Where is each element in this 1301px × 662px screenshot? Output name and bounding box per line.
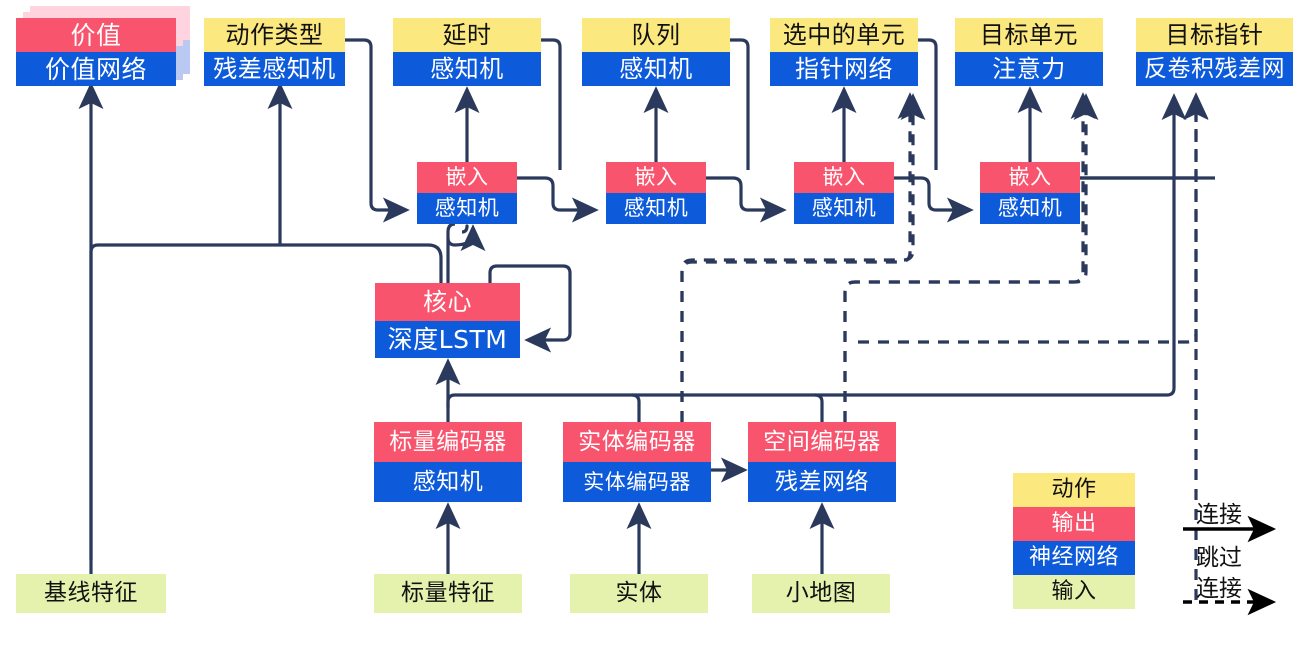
node-embed2-top-label: 嵌入 bbox=[606, 162, 706, 193]
legend-row-output: 输出 bbox=[1013, 507, 1135, 541]
node-embed4[interactable]: 嵌入感知机 bbox=[980, 162, 1080, 224]
node-spatial_enc[interactable]: 空间编码器残差网络 bbox=[748, 422, 896, 502]
wire-selected-down bbox=[918, 38, 938, 170]
node-target_point[interactable]: 目标指针反卷积残差网 bbox=[1136, 18, 1293, 86]
node-spatial_enc-bottom-label: 残差网络 bbox=[748, 462, 896, 502]
wire-queue-down bbox=[730, 38, 750, 170]
legend-row-action: 动作 bbox=[1013, 473, 1135, 507]
node-minimap[interactable]: 小地图 bbox=[752, 574, 890, 613]
node-embed2-bottom-label: 感知机 bbox=[606, 193, 706, 224]
node-value-top-label: 价值 bbox=[16, 18, 176, 52]
node-selected-bottom-label: 指针网络 bbox=[770, 52, 918, 86]
skip-entityenc-to-selected-unit bbox=[680, 93, 926, 422]
wire-delay-down bbox=[541, 38, 562, 170]
node-baseline_feat-label: 基线特征 bbox=[16, 574, 166, 613]
node-scalar_feat[interactable]: 标量特征 bbox=[374, 574, 522, 613]
node-embed3-top-label: 嵌入 bbox=[794, 162, 894, 193]
node-embed1-top-label: 嵌入 bbox=[417, 162, 517, 193]
node-core-top-label: 核心 bbox=[375, 283, 520, 321]
skip-target-pointer-run bbox=[858, 333, 1198, 344]
node-selected-top-label: 选中的单元 bbox=[770, 18, 918, 52]
skip-entity-to-selected bbox=[680, 92, 923, 422]
node-spatial_enc-top-label: 空间编码器 bbox=[748, 422, 896, 462]
node-delay-top-label: 延时 bbox=[393, 18, 541, 52]
legend-color-key: 动作输出神经网络输入 bbox=[1013, 473, 1135, 609]
legend-skip-label-line1: 跳过 bbox=[1196, 545, 1242, 571]
node-queue-top-label: 队列 bbox=[582, 18, 730, 52]
wire-bus-to-targetpointer bbox=[1160, 93, 1187, 397]
wire-spatialenc-to-bus bbox=[814, 393, 824, 422]
wire-entityenc-to-bus bbox=[631, 393, 641, 422]
wire-embed3-to-embed4 bbox=[894, 176, 974, 223]
node-selected[interactable]: 选中的单元指针网络 bbox=[770, 18, 918, 86]
wire-embed1-to-embed2 bbox=[517, 176, 599, 223]
node-embed3-bottom-label: 感知机 bbox=[794, 193, 894, 224]
node-queue[interactable]: 队列感知机 bbox=[582, 18, 730, 86]
wire-embed2-to-embed3 bbox=[706, 176, 787, 223]
node-core[interactable]: 核心深度LSTM bbox=[375, 283, 520, 358]
node-entities[interactable]: 实体 bbox=[570, 574, 708, 613]
skip-spatialenc-to-target-unit bbox=[843, 93, 1099, 422]
node-scalar_enc[interactable]: 标量编码器感知机 bbox=[374, 422, 522, 502]
legend-connection-label: 连接 bbox=[1196, 502, 1242, 528]
noop2 bbox=[461, 224, 469, 234]
node-action_type-bottom-label: 残差感知机 bbox=[204, 52, 345, 86]
node-embed1-bottom-label: 感知机 bbox=[417, 193, 517, 224]
skip-spatial-to-targetunit bbox=[843, 92, 1096, 422]
legend-row-input: 输入 bbox=[1013, 575, 1135, 609]
node-embed3[interactable]: 嵌入感知机 bbox=[794, 162, 894, 224]
node-target_unit-top-label: 目标单元 bbox=[955, 18, 1103, 52]
node-core-bottom-label: 深度LSTM bbox=[375, 320, 520, 358]
wire-core-corner bbox=[446, 237, 456, 247]
wire-core-into-embed1 bbox=[454, 224, 486, 252]
node-scalar_feat-label: 标量特征 bbox=[374, 574, 522, 613]
node-delay-bottom-label: 感知机 bbox=[393, 52, 541, 86]
node-value-bottom-label: 价值网络 bbox=[16, 52, 176, 86]
node-target_point-top-label: 目标指针 bbox=[1136, 18, 1293, 52]
node-embed1[interactable]: 嵌入感知机 bbox=[417, 162, 517, 224]
node-entity_enc-bottom-label: 实体编码器 bbox=[563, 462, 711, 502]
node-scalar_enc-bottom-label: 感知机 bbox=[374, 462, 522, 502]
node-minimap-label: 小地图 bbox=[752, 574, 890, 613]
legend-skip-label-line2: 连接 bbox=[1196, 576, 1242, 602]
node-target_point-bottom-label: 反卷积残差网 bbox=[1136, 52, 1293, 86]
node-action_type[interactable]: 动作类型残差感知机 bbox=[204, 18, 345, 86]
node-queue-bottom-label: 感知机 bbox=[582, 52, 730, 86]
wire-bus-corner-left bbox=[446, 393, 456, 408]
node-scalar_enc-top-label: 标量编码器 bbox=[374, 422, 522, 462]
legend-row-net: 神经网络 bbox=[1013, 541, 1135, 575]
node-target_unit[interactable]: 目标单元注意力 bbox=[955, 18, 1103, 86]
wire-core-up-curve bbox=[446, 222, 456, 233]
node-target_unit-bottom-label: 注意力 bbox=[955, 52, 1103, 86]
node-delay[interactable]: 延时感知机 bbox=[393, 18, 541, 86]
node-entity_enc[interactable]: 实体编码器实体编码器 bbox=[563, 422, 711, 502]
node-entities-label: 实体 bbox=[570, 574, 708, 613]
node-entity_enc-top-label: 实体编码器 bbox=[563, 422, 711, 462]
node-action_type-top-label: 动作类型 bbox=[204, 18, 345, 52]
node-embed4-top-label: 嵌入 bbox=[980, 162, 1080, 193]
node-embed2[interactable]: 嵌入感知机 bbox=[606, 162, 706, 224]
node-value[interactable]: 价值价值网络 bbox=[16, 18, 176, 86]
node-embed4-bottom-label: 感知机 bbox=[980, 193, 1080, 224]
node-baseline_feat[interactable]: 基线特征 bbox=[16, 574, 166, 613]
